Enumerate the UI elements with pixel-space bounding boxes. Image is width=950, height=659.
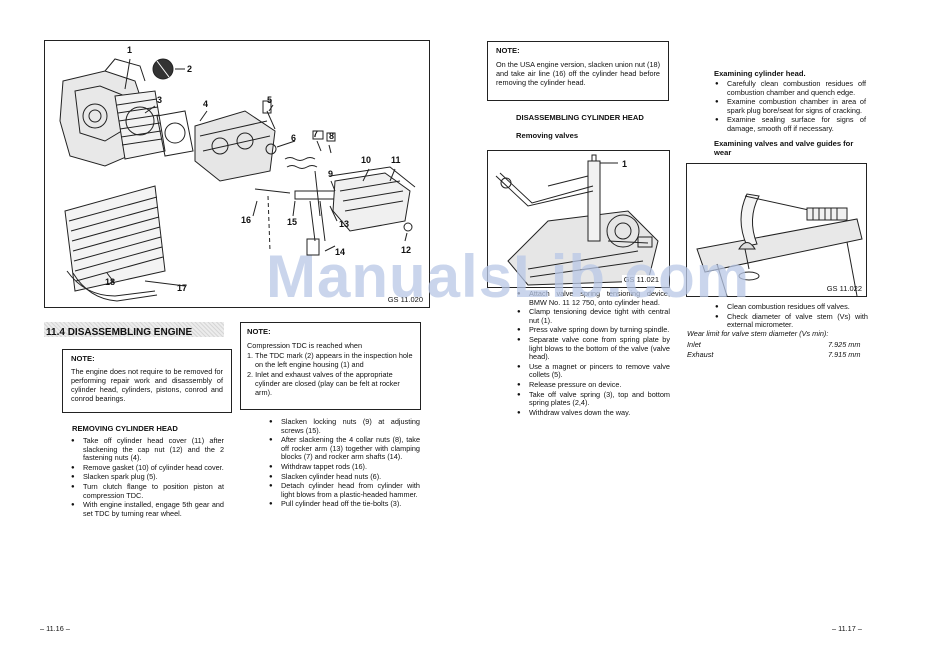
list-item: With engine installed, engage 5th gear a… (70, 500, 224, 518)
note-item: 1. The TDC mark (2) appears in the inspe… (247, 351, 413, 369)
list-item: Take off cylinder head cover (11) after … (70, 436, 224, 463)
removing-steps-list: Take off cylinder head cover (11) after … (70, 436, 224, 519)
callout-15: 15 (287, 217, 297, 227)
engine-exploded-drawing: 1 2 3 4 5 6 7 8 9 10 11 12 13 14 15 16 1… (59, 45, 416, 302)
list-item: Slacken locking nuts (9) at adjusting sc… (268, 417, 420, 435)
callout-1: 1 (622, 159, 627, 169)
list-item: Pull cylinder head off the tie-bolts (3)… (268, 500, 420, 509)
note-text: The engine does not require to be remove… (71, 367, 223, 403)
figure-ref: GS 11.021 (621, 275, 661, 284)
list-item: Press valve spring down by turning spind… (516, 326, 670, 335)
examining-steps-list: Carefully clean combustion residues off … (714, 79, 866, 135)
list-item: Withdraw valves down the way. (516, 408, 670, 418)
valve-tool-drawing: 1 (495, 154, 659, 286)
list-item: Attach valve spring tensioning device, B… (516, 289, 670, 307)
list-item: Release pressure on device. (516, 380, 670, 390)
callout-3: 3 (157, 95, 162, 105)
list-item: Withdraw tappet rods (16). (268, 462, 420, 472)
list-item: Turn clutch flange to position piston at… (70, 482, 224, 500)
note-engine-removal: NOTE: The engine does not require to be … (62, 349, 232, 413)
removing-cylinder-head-heading: REMOVING CYLINDER HEAD (72, 424, 178, 433)
list-item: Examine sealing surface for signs of dam… (714, 116, 866, 133)
steps2-list: Slacken locking nuts (9) at adjusting sc… (268, 417, 420, 510)
watermark: ManualsLib.com (266, 243, 751, 310)
examining-valves-heading: Examining valves and valve guides for we… (714, 139, 854, 157)
note-compression-tdc: NOTE: Compression TDC is reached when 1.… (240, 322, 421, 410)
inlet-value: 7.925 mm (828, 340, 861, 349)
callout-7: 7 (313, 129, 318, 139)
note-item: 2. Inlet and exhaust valves of the appro… (247, 370, 400, 397)
removing-valves-heading: Removing valves (516, 131, 579, 140)
micrometer-figure: GS 11.022 (686, 163, 867, 297)
list-item: Slacken spark plug (5). (70, 473, 224, 482)
examining-head-heading: Examining cylinder head. (714, 69, 806, 78)
inlet-label: Inlet (687, 340, 701, 349)
page-number-left: – 11.16 – (40, 624, 70, 633)
valve-tool-figure: 1 GS 11.021 (487, 150, 670, 288)
engine-exploded-figure: 1 2 3 4 5 6 7 8 9 10 11 12 13 14 15 16 1… (44, 40, 430, 308)
figure-ref: GS 11.020 (387, 295, 423, 304)
list-item: Carefully clean combustion residues off … (714, 79, 866, 97)
valve-steps-list: Attach valve spring tensioning device, B… (516, 289, 670, 418)
note-title: NOTE: (71, 354, 95, 363)
list-item: After slackening the 4 collar nuts (8), … (268, 435, 420, 462)
callout-11: 11 (391, 155, 401, 165)
callout-6: 6 (291, 133, 296, 143)
exhaust-label: Exhaust (687, 350, 714, 359)
note-intro: Compression TDC is reached when (247, 341, 363, 350)
list-item: Check diameter of valve stem (Vs) with e… (714, 312, 868, 330)
list-item: Clean combustion residues off valves. (714, 302, 868, 312)
disassembling-heading: DISASSEMBLING CYLINDER HEAD (516, 113, 644, 122)
callout-13: 13 (339, 219, 349, 229)
list-item: Take off valve spring (3), top and botto… (516, 390, 670, 408)
list-item: Examine combustion chamber in area of sp… (714, 97, 866, 115)
list-item: Remove gasket (10) of cylinder head cove… (70, 463, 224, 473)
callout-16: 16 (241, 215, 251, 225)
list-item: Clamp tensioning device tight with centr… (516, 307, 670, 325)
callout-5: 5 (267, 95, 272, 105)
callout-8: 8 (329, 131, 334, 141)
section-title-bar: 11.4 DISASSEMBLING ENGINE (44, 322, 224, 338)
callout-9: 9 (328, 169, 333, 179)
note-title: NOTE: (496, 46, 520, 55)
section-title: 11.4 DISASSEMBLING ENGINE (46, 327, 193, 338)
callout-10: 10 (361, 155, 371, 165)
note-text: On the USA engine version, slacken union… (496, 60, 660, 87)
list-item: Use a magnet or pincers to remove valve … (516, 362, 670, 380)
callout-2: 2 (187, 64, 192, 74)
list-item: Detach cylinder head from cylinder with … (268, 481, 420, 499)
micrometer-drawing (696, 193, 863, 297)
exhaust-value: 7.915 mm (828, 350, 861, 359)
callout-4: 4 (203, 99, 208, 109)
callout-17: 17 (177, 283, 187, 293)
list-item: Separate valve cone from spring plate by… (516, 335, 670, 362)
note-usa-version: NOTE: On the USA engine version, slacken… (487, 41, 669, 101)
page-number-right: – 11.17 – (832, 624, 862, 633)
figure-ref: GS 11.022 (826, 284, 862, 293)
callout-12: 12 (401, 245, 411, 255)
callout-14: 14 (335, 247, 345, 257)
callout-18: 18 (105, 277, 115, 287)
valve-guide-steps-list: Clean combustion residues off valves. Ch… (714, 302, 868, 331)
wear-limit: Wear limit for valve stem diameter (Vs m… (687, 329, 829, 338)
list-item: Slacken cylinder head nuts (6). (268, 472, 420, 482)
note-title: NOTE: (247, 327, 271, 336)
callout-1: 1 (127, 45, 132, 55)
